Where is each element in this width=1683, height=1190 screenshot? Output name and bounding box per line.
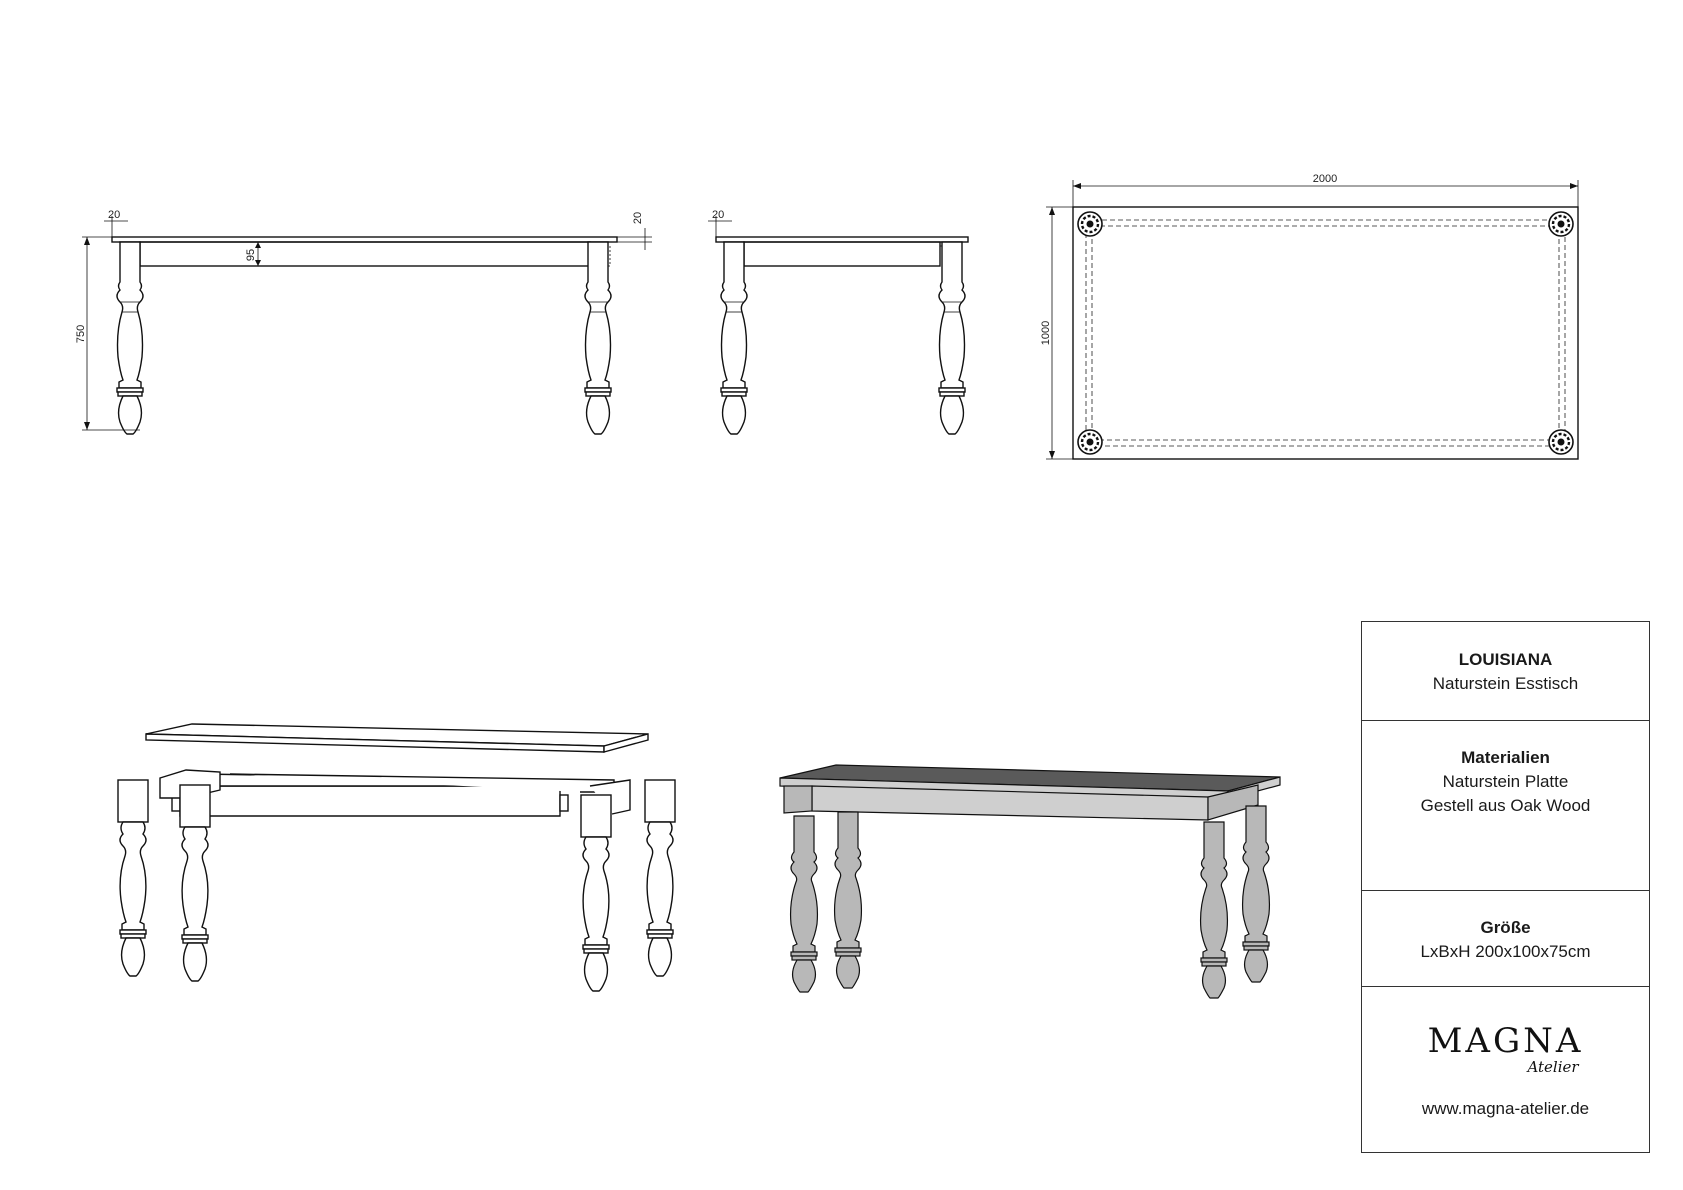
dim-top-thickness-left: 20 bbox=[108, 209, 120, 221]
product-name: LOUISIANA bbox=[1458, 650, 1553, 669]
materials-cell: Materialien Naturstein Platte Gestell au… bbox=[1362, 721, 1649, 891]
materials-heading: Materialien bbox=[1461, 748, 1550, 767]
dim-total-height: 750 bbox=[75, 325, 87, 343]
material-top: Naturstein Platte bbox=[1442, 772, 1569, 791]
website-link[interactable]: www.magna-atelier.de bbox=[1421, 1099, 1590, 1118]
dim-plan-length: 2000 bbox=[1313, 173, 1337, 185]
exploded-view bbox=[117, 723, 676, 992]
brand-logo-name: MAGNA bbox=[1427, 1021, 1584, 1061]
brand-cell: MAGNA Atelier www.magna-atelier.de bbox=[1362, 987, 1649, 1153]
brand-logo-sub: Atelier bbox=[1527, 1058, 1579, 1076]
product-type: Naturstein Esstisch bbox=[1432, 674, 1579, 693]
dim-apron-height: 95 bbox=[245, 249, 257, 261]
plan-view: 2000 1000 bbox=[1040, 173, 1579, 460]
product-cell: LOUISIANA Naturstein Esstisch bbox=[1362, 622, 1649, 721]
size-heading: Größe bbox=[1480, 918, 1531, 937]
side-elevation-view: 750 20 95 20 bbox=[75, 209, 652, 435]
material-frame: Gestell aus Oak Wood bbox=[1420, 796, 1591, 815]
size-value: LxBxH 200x100x75cm bbox=[1420, 942, 1591, 961]
assembled-3d-view bbox=[779, 764, 1281, 999]
end-elevation-view: 20 bbox=[708, 209, 969, 435]
size-cell: Größe LxBxH 200x100x75cm bbox=[1362, 891, 1649, 987]
dim-end-top-thickness: 20 bbox=[712, 209, 724, 221]
dim-top-thickness-right: 20 bbox=[632, 212, 644, 224]
title-block: LOUISIANA Naturstein Esstisch Materialie… bbox=[1361, 621, 1650, 1153]
dim-plan-width: 1000 bbox=[1040, 321, 1052, 345]
